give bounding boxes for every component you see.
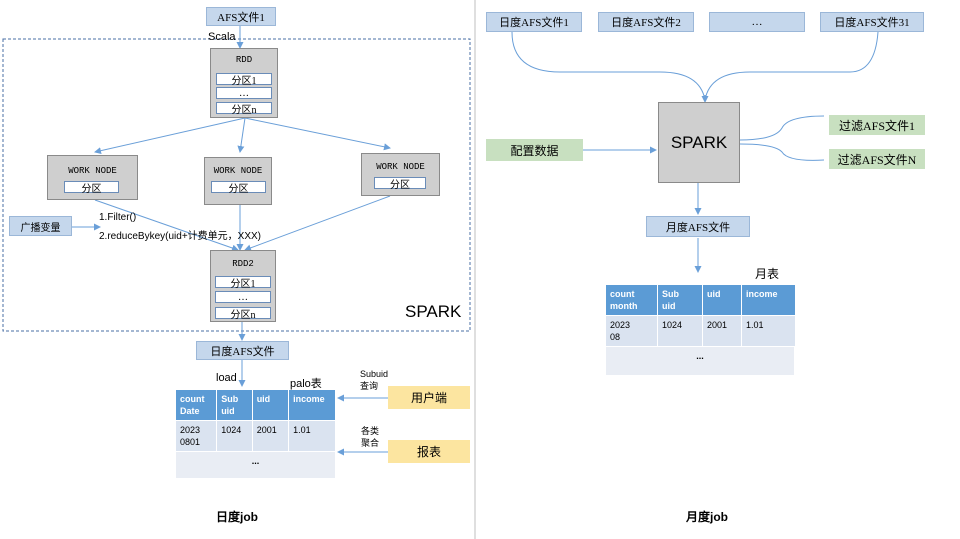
filter-afs-file-n-box: 过滤AFS文件N [829,149,925,169]
load-label: load [216,372,237,384]
work-node-partition: 分区 [211,181,266,195]
table-header-uid: uid [703,285,741,315]
rdd2-node: RDD2 分区1 … 分区n [210,250,276,322]
work-node-title: WORK NODE [376,162,425,172]
work-node-partition: 分区 [374,177,426,191]
rdd-partition-1: 分区1 [216,73,272,87]
scala-label: Scala [208,31,236,43]
aggregation-line-1: 各类 [361,426,380,436]
table-cell: 2001 [703,316,741,346]
daily-afs-file-2-box: 日度AFS文件2 [598,12,694,32]
table-cell: 1024 [217,421,252,451]
rdd-partition-n: 分区n [216,102,272,116]
subuid-query-line-1: Subuid [360,369,389,379]
monthly-afs-file-box: 月度AFS文件 [646,216,750,237]
work-node-3: WORK NODE 分区 [361,153,440,196]
work-node-2: WORK NODE 分区 [204,157,272,205]
config-data-box: 配置数据 [486,139,583,161]
afs-file-1-box: AFS文件1 [206,7,276,26]
palo-table-label: palo表 [290,378,322,390]
table-header-income: income [289,390,335,420]
daily-afs-file-31-box: 日度AFS文件31 [820,12,924,32]
monthly-table-label: 月表 [755,267,780,281]
daily-job-caption: 日度job [216,510,258,524]
spark-box: SPARK [658,102,740,183]
spark-region-label: SPARK [405,302,462,321]
subuid-query-line-2: 查询 [360,381,379,391]
table-cell: 1.01 [742,316,795,346]
table-cell: 1.01 [289,421,335,451]
rdd-node: RDD 分区1 … 分区n [210,48,278,118]
filter-afs-file-1-box: 过滤AFS文件1 [829,115,925,135]
work-node-1: WORK NODE 分区 [47,155,138,200]
subuid-query-label: Subuid 查询 [360,368,388,392]
daily-afs-ellipsis-box: … [709,12,805,32]
table-cell: 2001 [252,421,289,451]
aggregation-line-2: 聚合 [361,438,380,448]
table-header-income: income [742,285,795,315]
filter-op-label: 1.Filter() [99,212,137,223]
reduce-op-label: 2.reduceBykey(uid+计费单元，XXX) [99,231,262,242]
rdd2-partition-1: 分区1 [215,276,271,290]
report-box: 报表 [388,440,470,463]
table-cell: 1024 [658,316,702,346]
table-more-row: ... [606,347,794,375]
rdd-title: RDD [235,55,253,65]
broadcast-variable-box: 广播变量 [9,216,72,236]
aggregation-label: 各类 聚合 [361,425,379,449]
daily-afs-file-box: 日度AFS文件 [196,341,289,360]
rdd-partition-ellipsis: … [216,87,272,99]
table-more-row: ... [176,452,335,478]
work-node-title: WORK NODE [68,166,117,176]
daily-afs-file-1-box: 日度AFS文件1 [486,12,582,32]
user-side-box: 用户端 [388,386,470,409]
work-node-title: WORK NODE [213,166,263,176]
rdd2-partition-ellipsis: … [215,291,271,303]
rdd2-partition-n: 分区n [215,307,271,321]
work-node-partition: 分区 [64,181,119,195]
table-header-uid: uid [252,390,289,420]
rdd2-title: RDD2 [232,259,254,269]
monthly-job-caption: 月度job [686,510,728,524]
